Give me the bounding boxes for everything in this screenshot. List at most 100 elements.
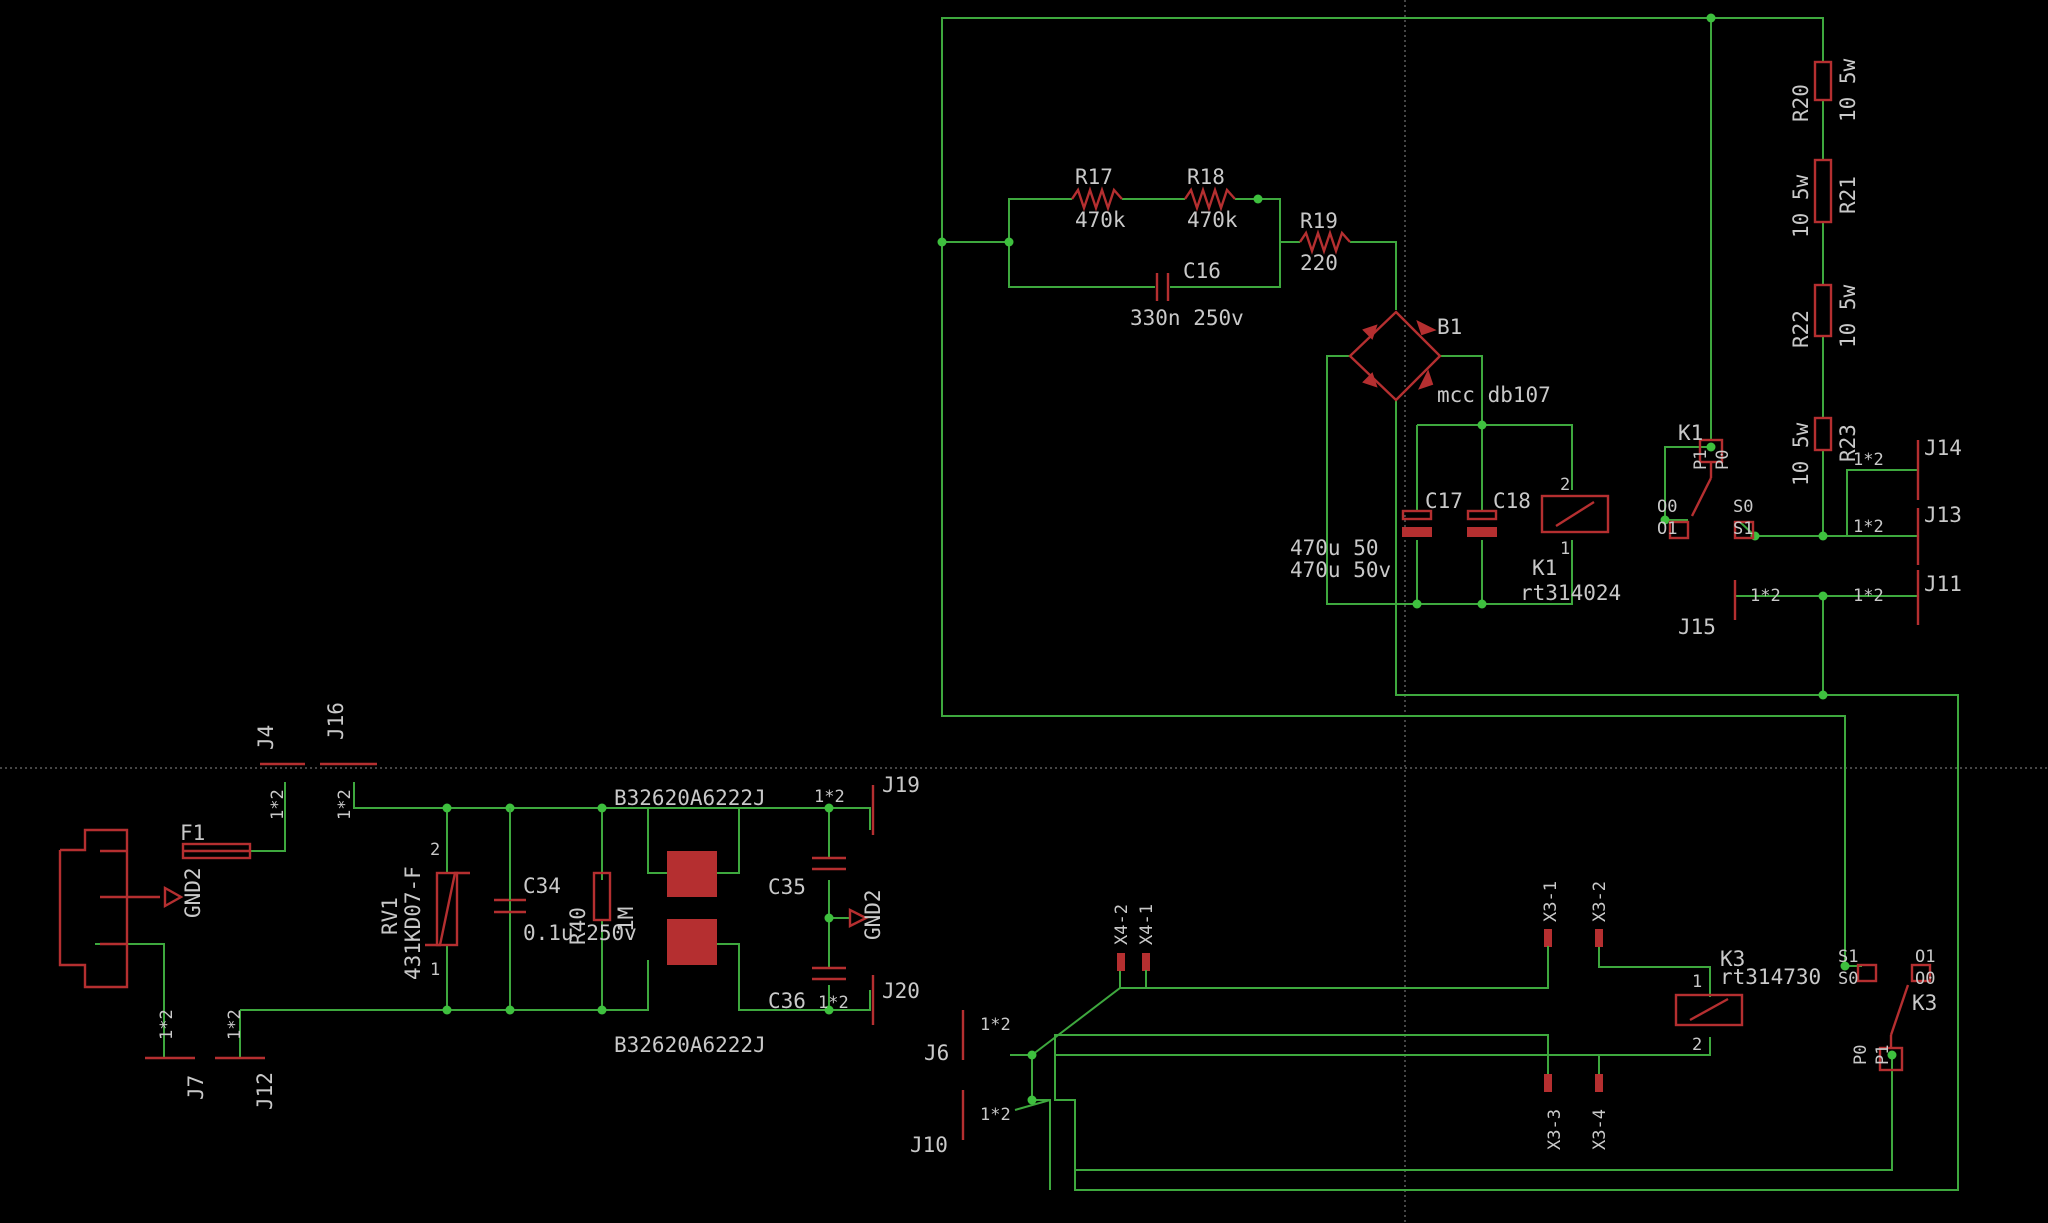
terminal-x3-4[interactable]: X3-4 [1590, 1074, 1610, 1150]
terminal-x4-1[interactable]: X4-1 [1137, 904, 1157, 988]
connector-j4[interactable]: 1*2 J4 [254, 725, 305, 820]
k3-contact-p1: P1 [1873, 1045, 1893, 1065]
rv1-value-label: 431KD07-F [401, 866, 425, 980]
r18-value-label: 470k [1187, 208, 1238, 232]
ground-symbol-right: GND2 [848, 889, 885, 940]
connector-j7[interactable]: 1*2 J7 [145, 1009, 208, 1100]
c35-ref-label: C35 [768, 875, 806, 899]
k3-contact-ref-label: K3 [1912, 991, 1937, 1015]
choke-top-value-label: B32620A6222J [614, 786, 766, 810]
connector-j13[interactable]: 1*2 J13 [1853, 503, 1962, 565]
k1-contact-p0: P0 [1713, 450, 1733, 470]
r21-ref-label: R21 [1836, 176, 1860, 214]
k3-contact-p0: P0 [1851, 1045, 1871, 1065]
connector-j14[interactable]: 1*2 J14 [1853, 436, 1962, 500]
terminal-x3-3[interactable]: X3-3 [1544, 1074, 1565, 1150]
relay-contact-k3[interactable]: S1 S0 O1 O0 K3 P0 P1 [1838, 947, 1937, 1072]
ground-symbol-left: GND2 [163, 867, 205, 918]
capacitor-c36[interactable]: C36 [768, 966, 846, 1013]
j13-ref-label: J13 [1924, 503, 1962, 527]
rv1-ref-label: RV1 [378, 897, 402, 935]
capacitor-c35[interactable]: C35 [768, 856, 846, 899]
connector-j6[interactable]: 1*2 J6 [924, 1010, 1011, 1065]
relay-coil-k1[interactable]: 2 1 K1 rt314024 [1520, 475, 1621, 605]
capacitor-c34[interactable]: C34 0.1u 250v [494, 808, 637, 945]
r21-value-label: 10 5w [1789, 174, 1813, 238]
r22-value-label: 10 5w [1836, 284, 1860, 348]
connector-j15[interactable]: 1*2 J15 [1678, 580, 1781, 639]
x3-1-label: X3-1 [1541, 881, 1561, 922]
j20-ref-label: J20 [882, 979, 920, 1003]
terminal-x3-1[interactable]: X3-1 [1541, 881, 1561, 965]
c18-ref-label: C18 [1493, 489, 1531, 513]
gnd2-right-label: GND2 [861, 889, 885, 940]
choke-top[interactable]: B32620A6222J [614, 786, 766, 897]
j15-pins-label: 1*2 [1750, 586, 1781, 606]
choke-bottom[interactable]: B32620A6222J [614, 919, 766, 1057]
varistor-rv1[interactable]: 2 1 RV1 431KD07-F [378, 840, 470, 980]
resistor-r17[interactable]: R17 470k [1071, 165, 1126, 232]
k3-coil-pin1: 1 [1692, 972, 1702, 992]
j12-ref-label: J12 [253, 1072, 277, 1110]
capacitor-c18[interactable]: C18 470u 50v [1290, 489, 1531, 582]
k1-contact-ref-label: K1 [1678, 421, 1703, 445]
j4-ref-label: J4 [254, 725, 278, 750]
k3-coil-value-label: rt314730 [1720, 965, 1821, 989]
r17-value-label: 470k [1075, 208, 1126, 232]
terminal-x3-2[interactable]: X3-2 [1590, 881, 1610, 947]
j19-pins-label: 1*2 [814, 787, 845, 807]
j14-pins-label: 1*2 [1853, 450, 1884, 470]
connector-j16[interactable]: 1*2 J16 [320, 702, 377, 820]
x4-2-label: X4-2 [1112, 904, 1132, 945]
r40-ref-label: R40 [566, 907, 590, 945]
terminal-x4-2[interactable]: X4-2 [1112, 904, 1132, 971]
c17-ref-label: C17 [1425, 489, 1463, 513]
resistor-r21[interactable]: R21 10 5w [1789, 158, 1860, 238]
j16-ref-label: J16 [324, 702, 348, 740]
resistor-r18[interactable]: R18 470k [1184, 165, 1238, 232]
x4-1-label: X4-1 [1137, 904, 1157, 945]
f1-ref-label: F1 [180, 821, 205, 845]
rv1-pin1-label: 1 [430, 960, 440, 980]
connector-j12[interactable]: 1*2 J12 [215, 1009, 277, 1110]
r40-value-label: 1M [614, 907, 638, 932]
j7-pins-label: 1*2 [157, 1009, 177, 1040]
power-inlet[interactable] [58, 828, 160, 989]
j7-ref-label: J7 [184, 1075, 208, 1100]
j19-ref-label: J19 [882, 773, 920, 797]
relay-coil-k3[interactable]: 1 2 K3 rt314730 [1674, 947, 1821, 1055]
c34-value-label: 0.1u 250v [523, 921, 637, 945]
j10-ref-label: J10 [910, 1133, 948, 1157]
k3-contact-s1: S1 [1838, 947, 1858, 967]
choke-bottom-value-label: B32620A6222J [614, 1033, 766, 1057]
r19-ref-label: R19 [1300, 209, 1338, 233]
j12-pins-label: 1*2 [225, 1009, 245, 1040]
capacitor-c17[interactable]: C17 470u 50 [1290, 489, 1463, 560]
r18-ref-label: R18 [1187, 165, 1225, 189]
capacitor-c16[interactable]: C16 330n 250v [1130, 259, 1244, 330]
c16-value-label: 330n 250v [1130, 306, 1244, 330]
resistor-r20[interactable]: R20 10 5w [1789, 58, 1860, 122]
resistor-r22[interactable]: R22 10 5w [1789, 283, 1860, 348]
resistor-r23[interactable]: R23 10 5w [1789, 416, 1860, 486]
c36-ref-label: C36 [768, 989, 806, 1013]
relay-contact-k1[interactable]: K1 P1 P0 O0 O1 S0 S1 [1657, 421, 1755, 540]
fuse-f1[interactable]: F1 [180, 821, 252, 860]
c34-ref-label: C34 [523, 874, 561, 898]
k3-coil-ref-label: K3 [1720, 947, 1745, 971]
connector-j10[interactable]: 1*2 J10 [910, 1090, 1011, 1157]
r17-ref-label: R17 [1075, 165, 1113, 189]
k3-contact-o0: O0 [1915, 969, 1935, 989]
resistor-r19[interactable]: R19 220 [1299, 209, 1351, 275]
r19-value-label: 220 [1300, 251, 1338, 275]
bridge-rectifier-b1[interactable]: B1 mcc db107 [1348, 310, 1551, 407]
resistor-r40[interactable]: R40 1M [566, 871, 638, 945]
connector-j20[interactable]: 1*2 J20 [818, 975, 920, 1025]
x3-4-label: X3-4 [1590, 1109, 1610, 1150]
j16-pins-label: 1*2 [335, 789, 355, 820]
k3-contact-s0: S0 [1838, 969, 1858, 989]
connector-j19[interactable]: 1*2 J19 [814, 773, 920, 835]
j4-pins-label: 1*2 [268, 789, 288, 820]
connector-j11[interactable]: 1*2 J11 [1853, 570, 1962, 625]
